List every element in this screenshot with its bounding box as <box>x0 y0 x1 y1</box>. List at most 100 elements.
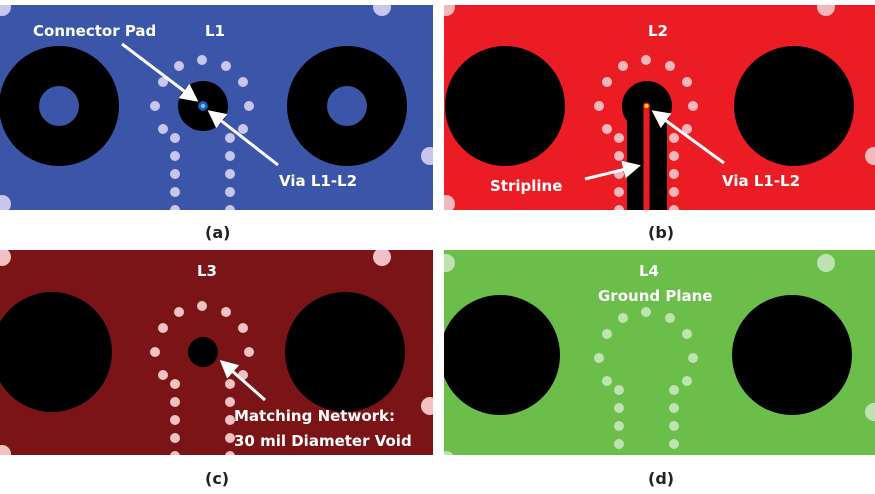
via-dot <box>614 403 624 413</box>
edge-via-dot <box>0 445 11 455</box>
via-dot <box>158 77 168 87</box>
via-dot <box>688 353 698 363</box>
via-dot <box>170 151 180 161</box>
via-dot <box>170 205 180 210</box>
matching-network-void <box>188 337 218 367</box>
stitching-vias <box>0 5 433 210</box>
edge-via-dot <box>0 5 11 16</box>
via-dot <box>618 61 628 71</box>
caption-c: (c) <box>205 469 229 488</box>
edge-via-dot <box>817 254 835 272</box>
panel-l3 <box>0 250 433 455</box>
edge-via-dot <box>444 254 455 272</box>
right-ring-center <box>327 86 367 126</box>
via-dot <box>225 133 235 143</box>
edge-via-dot <box>0 195 11 210</box>
edge-via-dot <box>421 397 433 415</box>
via-dot <box>225 397 235 407</box>
edge-via-dot <box>373 5 391 16</box>
right-void <box>734 46 854 166</box>
via-label: Via L1-L2 <box>279 172 357 190</box>
edge-via-dot <box>0 250 11 266</box>
arrow-connector-pad <box>121 42 199 102</box>
via-dot <box>614 439 624 449</box>
edge-via-dot <box>865 403 875 421</box>
via-dot <box>641 307 651 317</box>
via-dot <box>158 124 168 134</box>
via-dot <box>614 151 624 161</box>
via-dot <box>197 301 207 311</box>
via-dot <box>602 329 612 339</box>
void-diameter-label: 30 mil Diameter Void <box>234 432 412 450</box>
connector-pad-label: Connector Pad <box>33 22 156 40</box>
via-l1-l2 <box>644 104 649 108</box>
layer-label-l2: L2 <box>648 22 668 40</box>
right-void <box>285 292 405 412</box>
left-void <box>444 295 560 415</box>
caption-d: (d) <box>648 469 674 488</box>
layer-label-l1: L1 <box>205 22 225 40</box>
stitching-vias <box>444 5 875 210</box>
via-dot <box>158 323 168 333</box>
via-dot <box>669 169 679 179</box>
via-dot <box>682 329 692 339</box>
arrow-via <box>651 110 725 165</box>
panel-l4 <box>444 250 875 467</box>
via-dot <box>170 379 180 389</box>
via-dot <box>244 101 254 111</box>
stitching-vias <box>0 250 433 455</box>
via-dot <box>669 439 679 449</box>
via-dot <box>682 77 692 87</box>
via-dot <box>174 307 184 317</box>
via-dot <box>238 77 248 87</box>
left-void <box>445 46 565 166</box>
via-dot <box>594 101 604 111</box>
via-dot <box>170 133 180 143</box>
via-dot <box>170 451 180 455</box>
via-dot <box>225 151 235 161</box>
via-dot <box>170 415 180 425</box>
via-dot <box>221 307 231 317</box>
via-dot <box>174 61 184 71</box>
via-dot <box>150 101 160 111</box>
panel-l2 <box>444 5 875 210</box>
via-dot <box>614 205 624 210</box>
via-dot <box>225 187 235 197</box>
via-l1-l2 <box>200 103 206 109</box>
matching-network-label: Matching Network: <box>234 407 395 425</box>
via-dot <box>225 433 235 443</box>
via-dot <box>665 313 675 323</box>
via-dot <box>238 323 248 333</box>
via-label: Via L1-L2 <box>722 172 800 190</box>
stripline-trace <box>643 106 650 210</box>
edge-via-dot <box>421 147 433 165</box>
via-dot <box>614 187 624 197</box>
caption-b: (b) <box>648 223 674 242</box>
via-dot <box>682 376 692 386</box>
arrow-void <box>219 360 266 402</box>
edge-via-dot <box>444 451 454 455</box>
via-dot <box>158 370 168 380</box>
via-dot <box>614 421 624 431</box>
via-dot <box>594 353 604 363</box>
stripline-label: Stripline <box>490 177 562 195</box>
edge-via-dot <box>865 147 875 165</box>
left-void <box>0 292 112 412</box>
via-dot <box>669 133 679 143</box>
via-dot <box>170 187 180 197</box>
via-dot <box>641 55 651 65</box>
via-dot <box>669 385 679 395</box>
via-dot <box>225 451 235 455</box>
edge-via-dot <box>444 5 455 16</box>
stitching-vias <box>444 254 875 467</box>
via-dot <box>669 457 679 467</box>
layer-label-l3: L3 <box>197 262 217 280</box>
via-dot <box>244 347 254 357</box>
right-void <box>732 295 852 415</box>
via-dot <box>225 415 235 425</box>
via-dot <box>602 376 612 386</box>
via-dot <box>225 169 235 179</box>
via-dot <box>170 397 180 407</box>
via-dot <box>238 124 248 134</box>
